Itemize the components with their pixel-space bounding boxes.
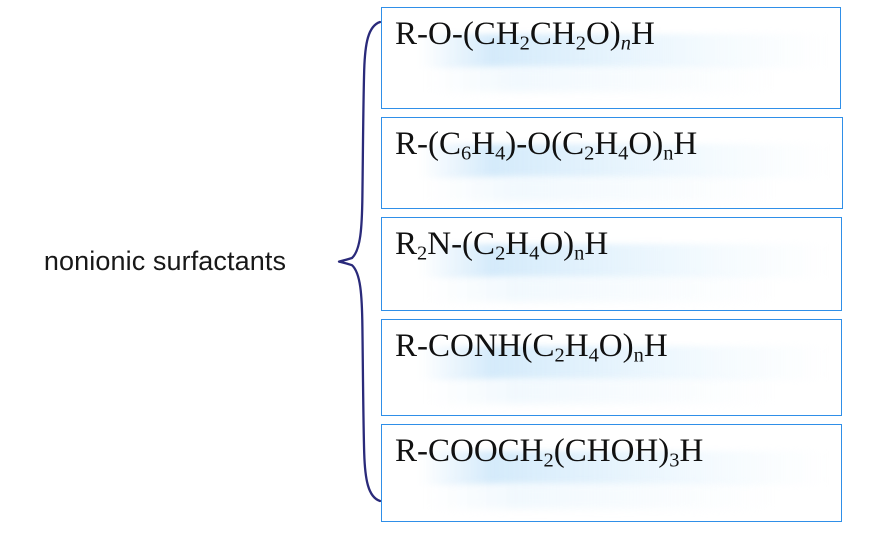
formula-text-polyol-ester: R-COOCH2(CHOH)3H [395,433,704,472]
formula-text-ethoxylated-alkylphenol: R-(C6H4)-O(C2H4O)nH [395,126,698,165]
formula-box-ethoxylated-amine[interactable]: R2N-(C2H4O)nH [381,217,842,311]
category-label: nonionic surfactants [43,246,287,276]
formula-box-polyol-ester[interactable]: R-COOCH2(CHOH)3H [381,424,842,522]
panel-haze-secondary [427,66,776,92]
panel-haze-secondary [427,276,777,302]
formula-box-ethoxylated-alkylphenol[interactable]: R-(C6H4)-O(C2H4O)nH [381,117,843,209]
formula-box-list: R-O-(CH2CH2O)nH R-(C6H4)-O(C2H4O)nH R2N-… [381,0,843,533]
panel-haze-secondary [427,483,777,509]
formula-text-ethoxylated-amide: R-CONH(C2H4O)nH [395,328,668,367]
formula-text-ethoxylated-amine: R2N-(C2H4O)nH [395,226,609,265]
formula-text-ethoxylated-alcohol: R-O-(CH2CH2O)nH [395,16,655,55]
left-curly-brace [330,0,390,533]
formula-box-ethoxylated-amide[interactable]: R-CONH(C2H4O)nH [381,319,842,416]
formula-box-ethoxylated-alcohol[interactable]: R-O-(CH2CH2O)nH [381,7,841,109]
panel-haze-secondary [428,176,778,202]
panel-haze-secondary [427,378,777,404]
